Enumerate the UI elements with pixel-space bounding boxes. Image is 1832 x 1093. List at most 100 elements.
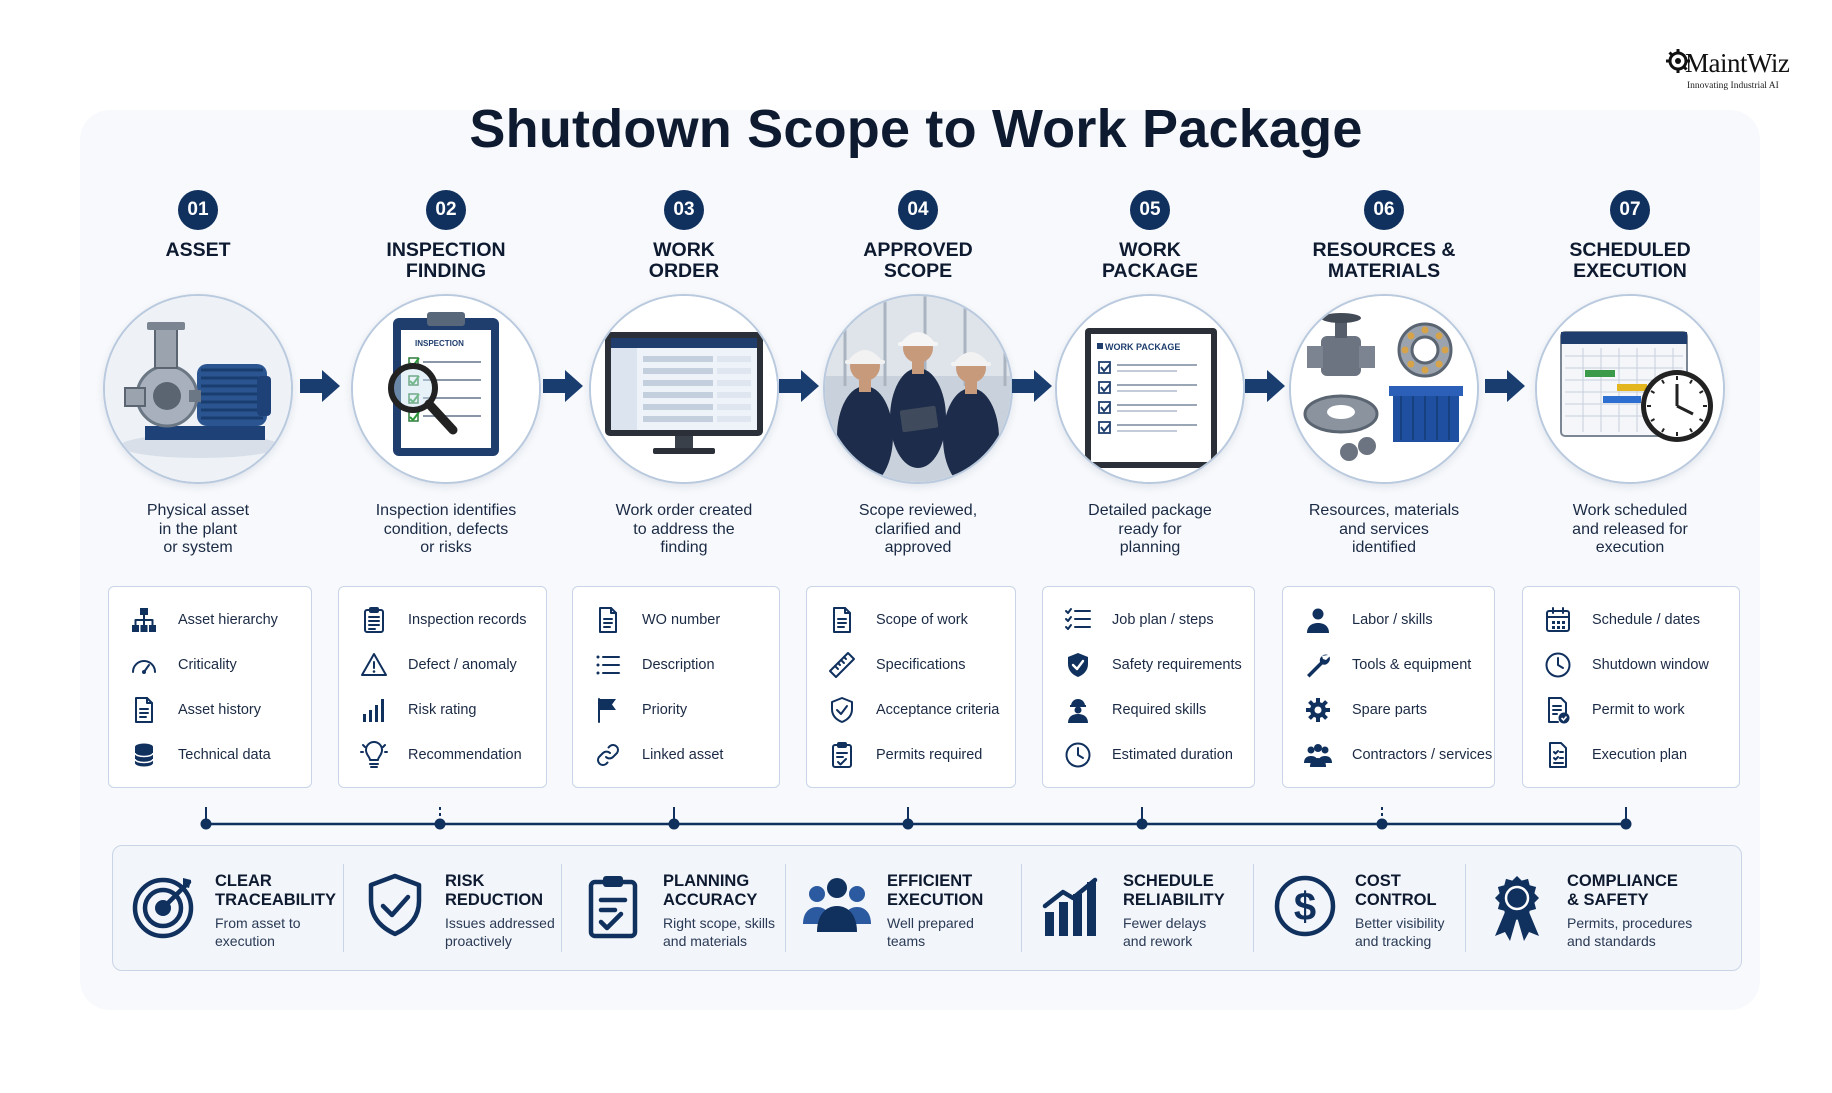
card-item-label: WO number xyxy=(642,612,721,628)
step-6-details-card: Labor / skills Tools & equipment Spare p… xyxy=(1282,586,1495,788)
step-description: Scope reviewed, clarified and approved xyxy=(858,502,978,556)
step-number: 04 xyxy=(898,190,938,230)
flow-arrow-icon xyxy=(300,370,340,402)
engineers-reviewing-photo xyxy=(823,294,1013,484)
card-item: Criticality xyxy=(129,650,237,680)
svg-text:WORK PACKAGE: WORK PACKAGE xyxy=(1105,342,1180,352)
page-title: Shutdown Scope to Work Package xyxy=(469,99,1363,159)
flow-arrow-icon xyxy=(779,370,819,402)
step-number: 01 xyxy=(178,190,218,230)
clipboard-check-icon xyxy=(827,740,857,770)
card-item: Linked asset xyxy=(593,740,723,770)
step-number: 03 xyxy=(664,190,704,230)
card-item: Safety requirements xyxy=(1063,650,1242,680)
flow-arrow-icon xyxy=(1012,370,1052,402)
card-item-label: Labor / skills xyxy=(1352,612,1433,628)
step-7-details-card: Schedule / dates Shutdown window Permit … xyxy=(1522,586,1740,788)
step-4-details-card: Scope of work Specifications Acceptance … xyxy=(806,586,1016,788)
step-number: 05 xyxy=(1130,190,1170,230)
card-item-label: Spare parts xyxy=(1352,702,1427,718)
benefit-3: PLANNING ACCURACY Right scope, skills an… xyxy=(561,846,785,970)
timeline-node xyxy=(1620,818,1632,830)
card-item: Specifications xyxy=(827,650,965,680)
card-item: Recommendation xyxy=(359,740,522,770)
step-title: WORK ORDER xyxy=(648,239,720,282)
gauge-icon xyxy=(129,650,159,680)
person-icon xyxy=(1303,605,1333,635)
target-icon xyxy=(129,870,201,942)
flag-icon xyxy=(593,695,623,725)
card-item: Risk rating xyxy=(359,695,477,725)
step-description: Detailed package ready for planning xyxy=(1088,502,1212,556)
timeline xyxy=(200,807,1632,830)
clock-icon xyxy=(1543,650,1573,680)
card-item: Defect / anomaly xyxy=(359,650,517,680)
step-3-details-card: WO number Description Priority Linked as… xyxy=(572,586,780,788)
step-description: Inspection identifies condition, defects… xyxy=(375,502,517,556)
card-item: Execution plan xyxy=(1543,740,1687,770)
step-description: Work order created to address the findin… xyxy=(615,502,753,556)
card-item-label: Estimated duration xyxy=(1112,747,1233,763)
timeline-node xyxy=(200,818,212,830)
card-item-label: Required skills xyxy=(1112,702,1207,718)
card-item-label: Permits required xyxy=(876,747,983,763)
step-1-details-card: Asset hierarchy Criticality Asset histor… xyxy=(108,586,312,788)
calendar-icon xyxy=(1543,605,1573,635)
card-item: Asset history xyxy=(129,695,261,725)
benefits-strip: CLEAR TRACEABILITY From asset to executi… xyxy=(112,845,1742,971)
step-title: RESOURCES & MATERIALS xyxy=(1312,239,1456,282)
card-item-label: Contractors / services xyxy=(1352,747,1493,763)
document-icon xyxy=(129,695,159,725)
worker-icon xyxy=(1063,695,1093,725)
link-icon xyxy=(593,740,623,770)
step-title: WORK PACKAGE xyxy=(1101,239,1199,282)
benefit-1: CLEAR TRACEABILITY From asset to executi… xyxy=(113,846,343,970)
checklist-icon xyxy=(1063,605,1093,635)
card-item: Inspection records xyxy=(359,605,526,635)
benefit-title: CLEAR TRACEABILITY xyxy=(215,872,336,909)
benefit-divider xyxy=(1465,864,1466,952)
clock-icon xyxy=(1063,740,1093,770)
gear-logo-icon xyxy=(1666,49,1690,73)
benefit-title: EFFICIENT EXECUTION xyxy=(887,872,984,909)
group-icon xyxy=(1303,740,1333,770)
hierarchy-icon xyxy=(129,605,159,635)
clipboard-magnifier-illustration: INSPECTION xyxy=(351,294,541,484)
card-item: Asset hierarchy xyxy=(129,605,278,635)
step-title: SCHEDULED EXECUTION xyxy=(1569,239,1691,282)
flow-arrow-icon xyxy=(543,370,583,402)
timeline-node xyxy=(1136,818,1148,830)
benefit-description: Better visibility and tracking xyxy=(1355,915,1445,949)
plan-document-icon xyxy=(1543,740,1573,770)
card-item-label: Priority xyxy=(642,702,688,718)
card-item: Contractors / services xyxy=(1303,740,1492,770)
svg-text:$: $ xyxy=(1294,885,1316,929)
ruler-icon xyxy=(827,650,857,680)
dollar-icon: $ xyxy=(1269,870,1341,942)
card-item-label: Safety requirements xyxy=(1112,657,1242,673)
card-item-label: Asset history xyxy=(178,702,261,718)
benefit-title: RISK REDUCTION xyxy=(445,872,544,909)
benefit-divider xyxy=(561,864,562,952)
card-item-label: Acceptance criteria xyxy=(876,702,1000,718)
card-item-label: Specifications xyxy=(876,657,966,673)
flow-arrow-icon xyxy=(1485,370,1525,402)
card-item: Acceptance criteria xyxy=(827,695,999,725)
calendar-clock-illustration xyxy=(1535,294,1725,484)
step-description: Resources, materials and services identi… xyxy=(1308,502,1460,556)
team-icon xyxy=(801,870,873,942)
card-item-label: Technical data xyxy=(178,747,271,763)
step-title: APPROVED SCOPE xyxy=(863,239,973,282)
card-item-label: Criticality xyxy=(178,657,237,673)
benefit-description: Right scope, skills and materials xyxy=(663,915,776,949)
database-icon xyxy=(129,740,159,770)
document-icon xyxy=(827,605,857,635)
benefit-description: Fewer delays and rework xyxy=(1123,915,1207,949)
benefit-7: COMPLIANCE & SAFETY Permits, procedures … xyxy=(1465,846,1741,970)
svg-text:INSPECTION: INSPECTION xyxy=(415,339,464,348)
card-item: Shutdown window xyxy=(1543,650,1709,680)
card-item: Job plan / steps xyxy=(1063,605,1214,635)
card-item-label: Schedule / dates xyxy=(1592,612,1701,628)
benefit-description: From asset to execution xyxy=(215,915,301,949)
bar-chart-icon xyxy=(1037,870,1109,942)
